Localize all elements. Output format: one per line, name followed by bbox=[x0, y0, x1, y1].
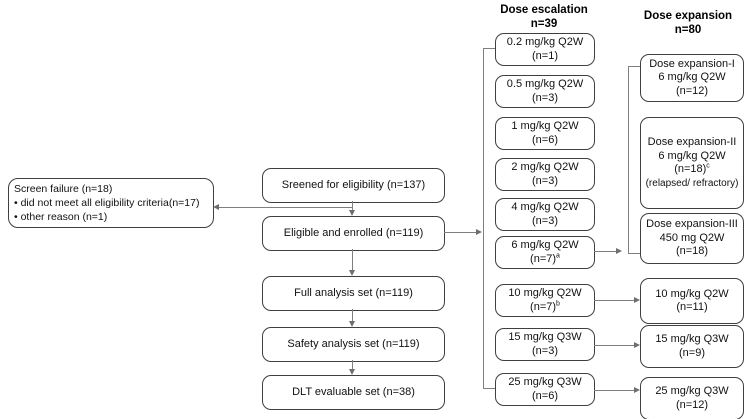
expansion-n: n=80 bbox=[674, 24, 702, 36]
flow-box-safety-analysis: Safety analysis set (n=119) bbox=[262, 327, 445, 362]
arrowhead-right-icon bbox=[616, 247, 622, 254]
connector-to-screen-failure bbox=[219, 207, 352, 208]
dose-n: (n=7)a bbox=[530, 251, 560, 265]
flow-box-full-analysis: Full analysis set (n=119) bbox=[262, 276, 445, 311]
escalation-box-15mgkg: 15 mg/kg Q3W (n=3) bbox=[495, 328, 595, 361]
footnote-marker: c bbox=[706, 162, 710, 170]
connector-25mgkg bbox=[594, 390, 634, 391]
footnote-marker: a bbox=[556, 251, 560, 259]
screen-failure-bullet: • did not meet all eligibility criteria(… bbox=[14, 197, 200, 209]
expansion-column-header: Dose expansion n=80 bbox=[628, 9, 748, 37]
flow-box-screened: Sreened for eligibility (n=137) bbox=[262, 168, 445, 203]
dose-n: (n=3) bbox=[532, 214, 558, 227]
escalation-spine-top-stub bbox=[483, 48, 495, 49]
arrowhead-down-icon bbox=[348, 210, 355, 216]
expansion-box-I: Dose expansion-I 6 mg/kg Q2W (n=12) bbox=[640, 54, 744, 102]
expansion-box-15mgkg: 15 mg/kg Q3W (n=9) bbox=[640, 325, 744, 368]
screen-failure-bullet: • other reason (n=1) bbox=[14, 211, 108, 223]
dose-n: (n=3) bbox=[532, 91, 558, 104]
flow-box-label: Eligible and enrolled (n=119) bbox=[283, 226, 424, 239]
dose-n: (n=3) bbox=[532, 344, 558, 357]
arrowhead-down-icon bbox=[348, 369, 355, 375]
connector-enrolled-to-escalation bbox=[444, 232, 476, 233]
escalation-box-2mgkg: 2 mg/kg Q2W (n=3) bbox=[495, 158, 595, 191]
dose-label: 0.5 mg/kg Q2W bbox=[506, 78, 584, 90]
escalation-title: Dose escalation bbox=[500, 4, 588, 16]
cohort-label: Dose expansion-III bbox=[646, 218, 738, 231]
expansion-box-25mgkg: 25 mg/kg Q3W (n=12) bbox=[640, 377, 744, 419]
flow-box-label: Sreened for eligibility (n=137) bbox=[281, 178, 426, 191]
connector-safety-to-dlt bbox=[352, 360, 353, 370]
expansion-box-10mgkg: 10 mg/kg Q2W (n=11) bbox=[640, 278, 744, 324]
screen-failure-box: Screen failure (n=18) • did not meet all… bbox=[8, 178, 214, 228]
arrowhead-right-icon bbox=[634, 341, 640, 348]
connector-15mgkg bbox=[594, 345, 634, 346]
connector-screened-to-enrolled bbox=[352, 201, 353, 211]
arrowhead-down-icon bbox=[348, 270, 355, 276]
escalation-n: n=39 bbox=[530, 18, 558, 30]
escalation-spine-line bbox=[483, 48, 484, 388]
dose-label: 10 mg/kg Q2W bbox=[508, 287, 582, 299]
dose-n: (n=11) bbox=[676, 301, 708, 313]
connector-10mgkg bbox=[594, 300, 634, 301]
dose-label: 15 mg/kg Q3W bbox=[655, 333, 729, 345]
dose-label: 25 mg/kg Q3W bbox=[508, 376, 582, 388]
escalation-box-0-5mgkg: 0.5 mg/kg Q2W (n=3) bbox=[495, 75, 595, 108]
dose-label: 450 mg Q2W bbox=[659, 231, 725, 244]
dose-n: (n=3) bbox=[532, 174, 558, 187]
screen-failure-title: Screen failure (n=18) bbox=[14, 183, 113, 195]
arrowhead-down-icon bbox=[348, 321, 355, 327]
cohort-label: Dose expansion-II bbox=[647, 136, 737, 148]
expansion-box-II: Dose expansion-II 6 mg/kg Q2W (n=18)c (r… bbox=[640, 117, 744, 209]
dose-label: 4 mg/kg Q2W bbox=[511, 201, 579, 213]
dose-n: (n=12) bbox=[675, 84, 709, 97]
dose-label: 6 mg/kg Q2W bbox=[658, 71, 726, 84]
expansion-box-III: Dose expansion-III 450 mg Q2W (n=18) bbox=[640, 213, 744, 264]
flow-box-enrolled: Eligible and enrolled (n=119) bbox=[262, 216, 445, 251]
flow-box-label: DLT evaluable set (n=38) bbox=[292, 385, 415, 398]
escalation-box-4mgkg: 4 mg/kg Q2W (n=3) bbox=[495, 198, 595, 231]
dose-label: 2 mg/kg Q2W bbox=[511, 161, 579, 173]
dose-label: 25 mg/kg Q3W bbox=[655, 385, 729, 397]
dose-label: 6 mg/kg Q2W bbox=[511, 239, 579, 251]
escalation-box-25mgkg: 25 mg/kg Q3W (n=6) bbox=[495, 373, 595, 406]
cohort-label: Dose expansion-I bbox=[649, 57, 735, 70]
arrowhead-right-icon bbox=[634, 296, 640, 303]
dose-label: 10 mg/kg Q2W bbox=[655, 287, 729, 300]
dose-n: (n=18)c bbox=[674, 162, 710, 175]
arrowhead-left-icon bbox=[213, 203, 219, 210]
arrowhead-right-icon bbox=[634, 386, 640, 393]
escalation-box-0-2mgkg: 0.2 mg/kg Q2W (n=1) bbox=[495, 33, 595, 66]
expansion-title: Dose expansion bbox=[643, 10, 733, 22]
flow-box-label: Safety analysis set (n=119) bbox=[287, 337, 420, 350]
connector-full-to-safety bbox=[352, 309, 353, 322]
dose-n: (n=12) bbox=[675, 398, 709, 411]
escalation-spine-bottom-stub bbox=[483, 388, 495, 389]
dose-n: (n=18) bbox=[675, 245, 709, 258]
expansion-bracket-line bbox=[628, 66, 629, 253]
footnote-marker: b bbox=[556, 299, 560, 307]
connector-enrolled-to-full bbox=[352, 249, 353, 271]
dose-n: (n=7)b bbox=[530, 299, 560, 313]
connector-6mgkg-to-expansion bbox=[594, 251, 616, 252]
dose-label: 1 mg/kg Q2W bbox=[511, 120, 579, 132]
dose-n: (n=6) bbox=[532, 389, 558, 402]
flow-box-label: Full analysis set (n=119) bbox=[294, 286, 413, 299]
expansion-bracket-bottom-stub bbox=[628, 253, 640, 254]
escalation-box-6mgkg: 6 mg/kg Q2W (n=7)a bbox=[495, 236, 595, 269]
dose-label: 6 mg/kg Q2W bbox=[658, 149, 726, 162]
dose-label: 15 mg/kg Q3W bbox=[508, 331, 582, 343]
dose-n: (n=1) bbox=[532, 49, 558, 62]
flow-box-dlt-evaluable: DLT evaluable set (n=38) bbox=[262, 375, 445, 410]
arrowhead-right-icon bbox=[476, 228, 482, 235]
dose-n: (n=9) bbox=[679, 346, 705, 359]
dose-label: 0.2 mg/kg Q2W bbox=[506, 36, 584, 48]
escalation-box-10mgkg: 10 mg/kg Q2W (n=7)b bbox=[495, 284, 595, 317]
dose-n: (n=6) bbox=[532, 133, 558, 146]
cohort-note: (relapsed/ refractory) bbox=[645, 177, 739, 189]
escalation-column-header: Dose escalation n=39 bbox=[479, 3, 609, 31]
expansion-bracket-top-stub bbox=[628, 66, 640, 67]
escalation-box-1mgkg: 1 mg/kg Q2W (n=6) bbox=[495, 117, 595, 150]
